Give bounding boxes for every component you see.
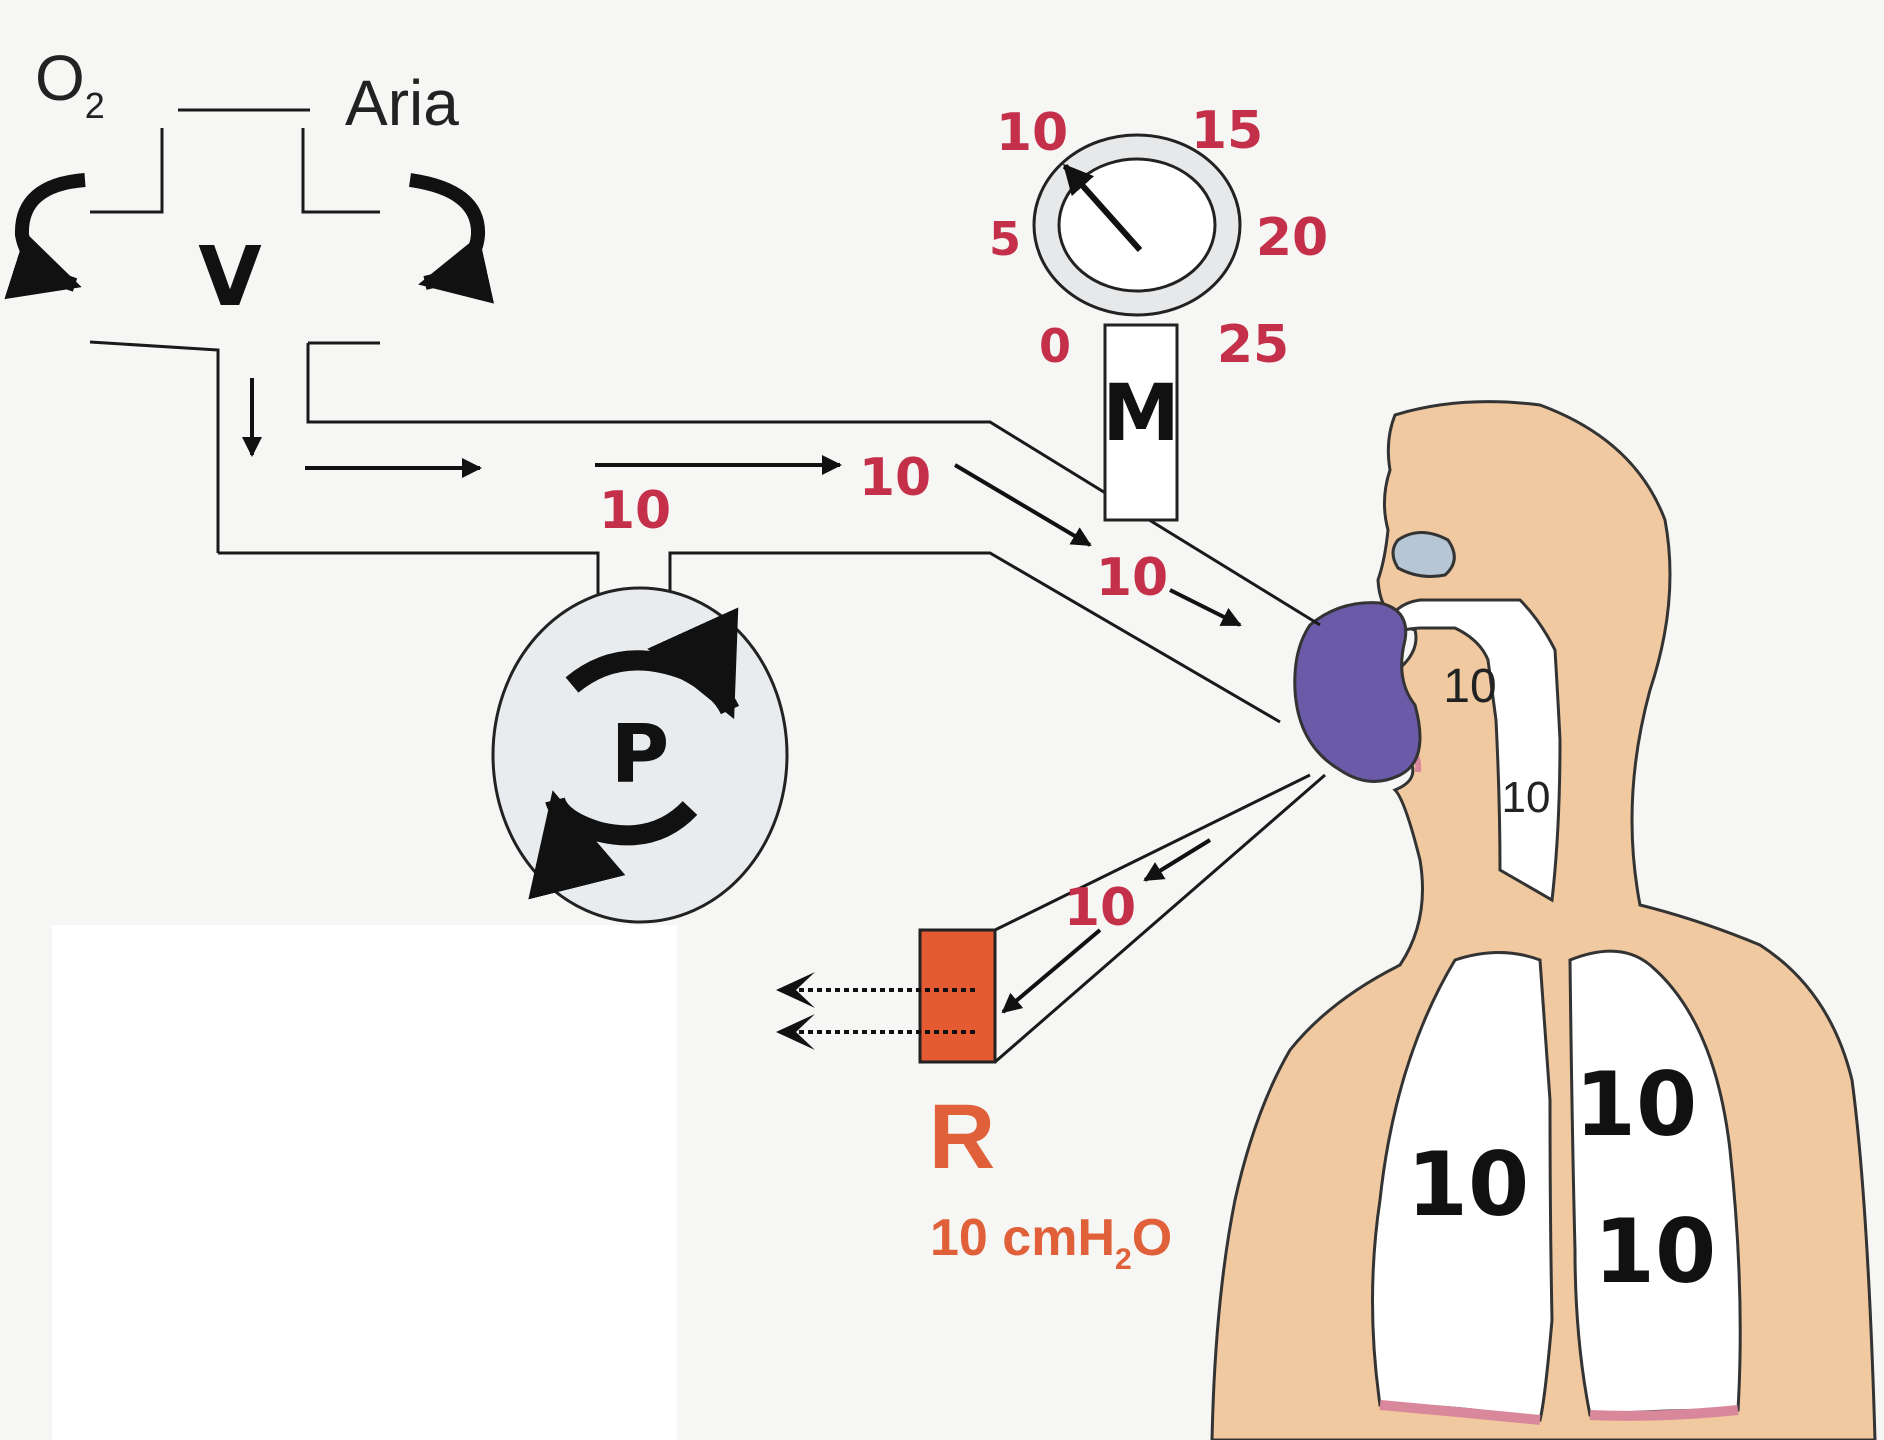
oxygen-flow-icon [22, 180, 85, 285]
expiratory-circuit [995, 775, 1325, 1062]
pressure-left-lung: 10 [1407, 1133, 1529, 1236]
gauge-tick-5: 5 [989, 212, 1021, 266]
gauge-tick-0: 0 [1039, 319, 1071, 373]
gauge-tick-25: 25 [1217, 315, 1289, 375]
flow-arrow-icon [955, 465, 1090, 545]
oxygen-label: O2 [35, 42, 105, 126]
face-mask [1295, 603, 1420, 782]
air-flow-icon [410, 180, 478, 283]
gauge-tick-10: 10 [996, 103, 1068, 163]
flow-arrow-icon [1003, 930, 1100, 1012]
flow-arrow-icon [1145, 840, 1210, 880]
flow-arrow-icon [1170, 590, 1240, 625]
valve-block [22, 110, 478, 553]
pressure-inspiratory-near-mask: 10 [1096, 548, 1168, 608]
manometer: M 0 5 10 15 20 25 [989, 101, 1328, 520]
manometer-label: M [1102, 369, 1180, 459]
blank-panel [52, 925, 677, 1440]
pump-label: P [611, 708, 670, 801]
air-label: Aria [345, 67, 459, 139]
pressure-inspiratory-junction: 10 [599, 481, 671, 541]
pressure-nasal-cavity: 10 [1443, 660, 1496, 713]
pump: P [493, 588, 787, 922]
resistance-label: R [929, 1086, 995, 1188]
resistance-block [920, 930, 995, 1062]
valve-label: V [198, 230, 262, 325]
resistance-pressure-label: 10 cmH2O [930, 1209, 1172, 1276]
pressure-right-lung-upper: 10 [1575, 1053, 1697, 1156]
pressure-trachea: 10 [1502, 773, 1551, 822]
patient-figure [1212, 402, 1875, 1440]
gauge-tick-15: 15 [1191, 101, 1263, 161]
pressure-expiratory-tube: 10 [1064, 878, 1136, 938]
pressure-right-lung-lower: 10 [1594, 1200, 1716, 1303]
pressure-inspiratory-tube: 10 [859, 448, 931, 508]
gauge-tick-20: 20 [1256, 208, 1328, 268]
nasal-cavity [1393, 533, 1454, 577]
